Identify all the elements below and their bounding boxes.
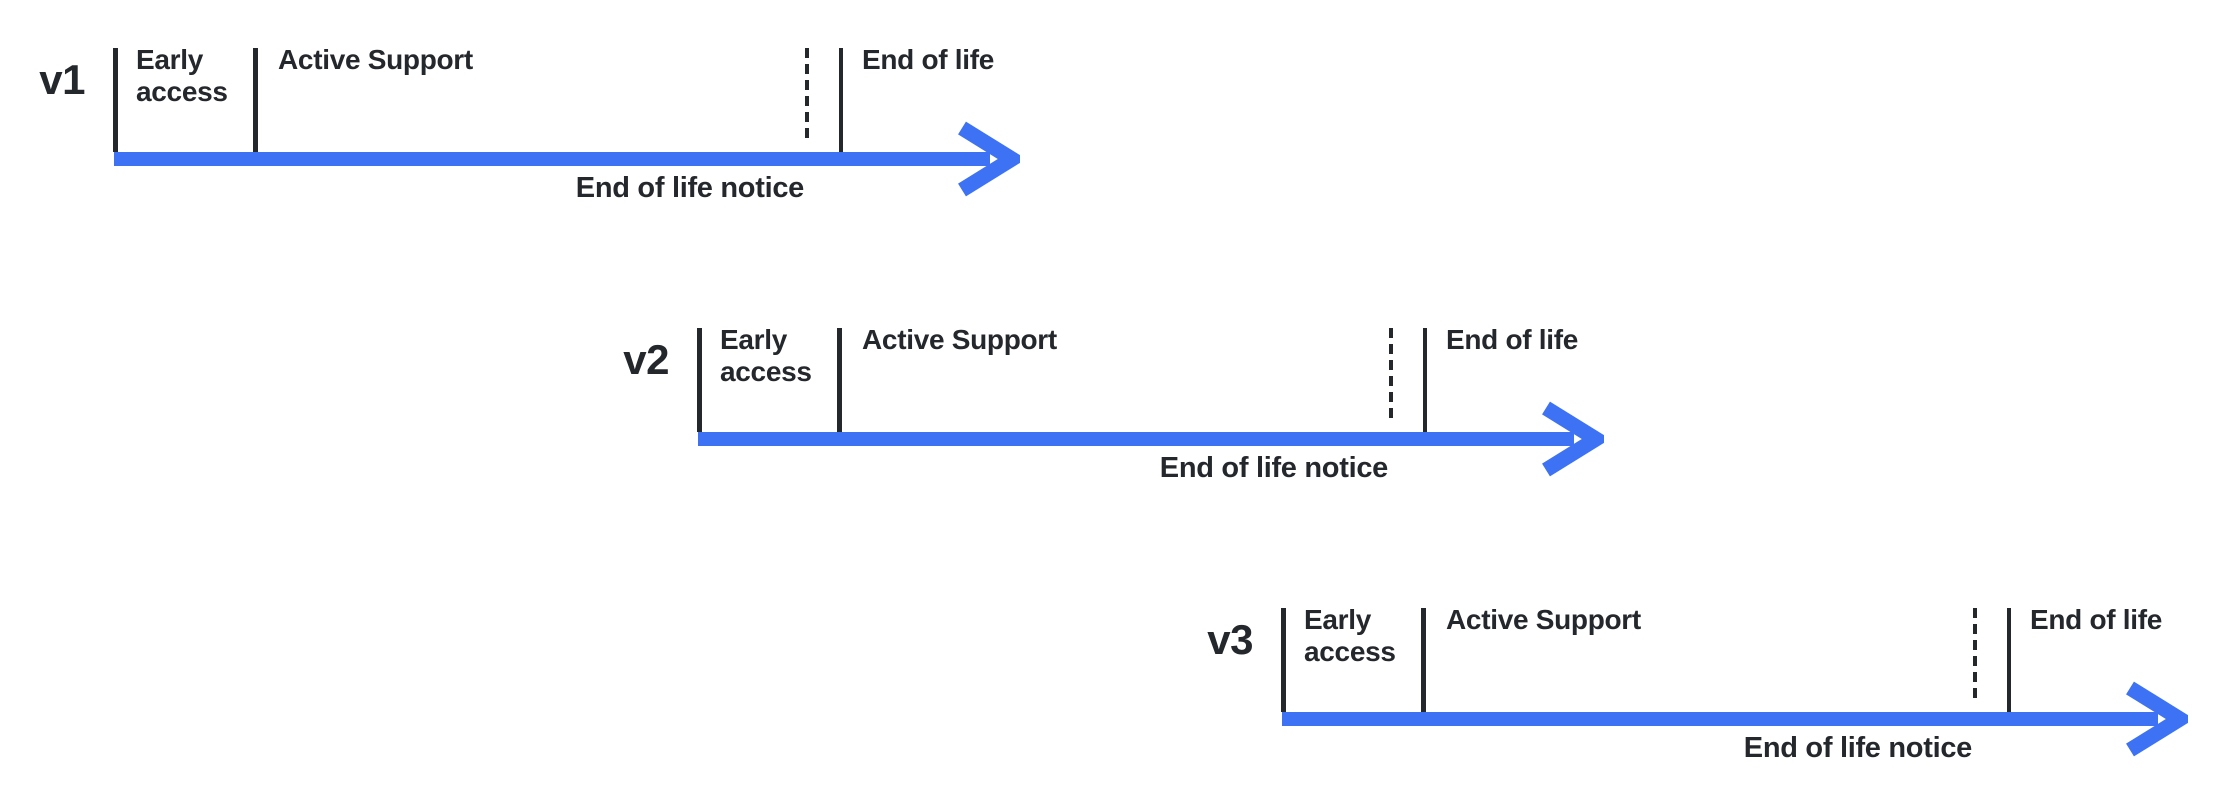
early-access-label: Early access [720,324,812,387]
end-of-life-notice-label: End of life notice [1743,732,1973,764]
timeline-v3: v3 Early access Active Support End of li… [1186,598,2196,773]
arrowhead-icon [1542,401,1604,477]
timeline-start-tick [113,48,118,152]
end-of-life-notice-dashed-line [1973,608,1977,704]
end-of-life-label: End of life [1446,324,1579,355]
version-label: v3 [1207,616,1253,663]
timeline-bar [1282,712,2158,726]
end-of-life-label: End of life [862,44,995,75]
end-of-life-tick [839,48,843,152]
timeline-v1: v1 Early access Active Support End of li… [18,38,1028,213]
version-label: v1 [39,56,85,103]
active-support-label: Active Support [278,44,473,75]
active-support-label: Active Support [1446,604,1641,635]
timeline-start-tick [1281,608,1286,712]
timeline-v2: v2 Early access Active Support End of li… [602,318,1612,493]
timeline-bar [698,432,1574,446]
end-of-life-notice-label: End of life notice [575,172,805,204]
arrowhead-icon [958,121,1020,197]
end-of-life-label: End of life [2030,604,2163,635]
early-access-end-tick [1421,608,1426,712]
early-access-label: Early access [1304,604,1396,667]
early-access-end-tick [837,328,842,432]
end-of-life-tick [1423,328,1427,432]
arrowhead-icon [2126,681,2188,757]
end-of-life-notice-dashed-line [1389,328,1393,424]
early-access-label: Early access [136,44,228,107]
timeline-start-tick [697,328,702,432]
end-of-life-notice-label: End of life notice [1159,452,1389,484]
end-of-life-tick [2007,608,2011,712]
timeline-bar [114,152,990,166]
end-of-life-notice-dashed-line [805,48,809,144]
early-access-end-tick [253,48,258,152]
version-label: v2 [623,336,669,383]
active-support-label: Active Support [862,324,1057,355]
